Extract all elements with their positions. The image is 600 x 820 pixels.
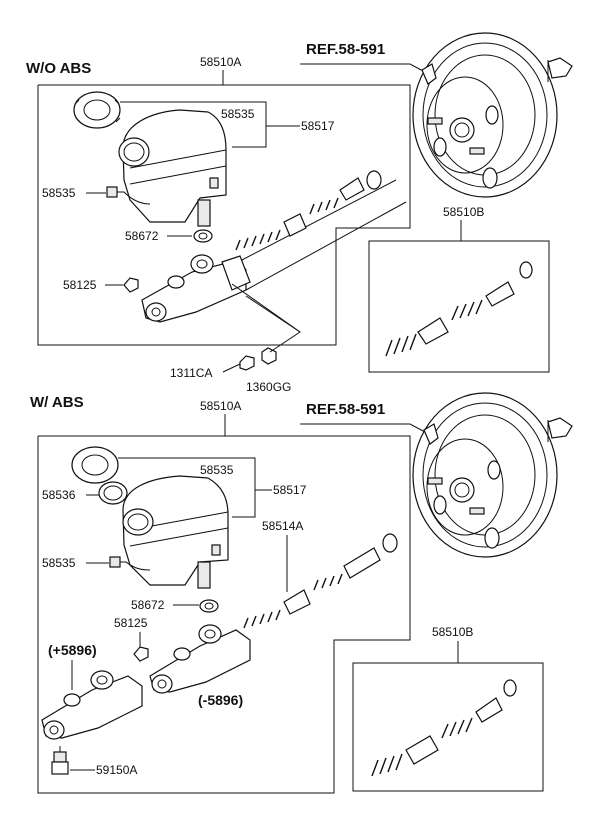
level-sensor-wire (112, 191, 151, 205)
label-minus-5896: (-5896) (198, 692, 243, 708)
label-58510B-abs: 58510B (432, 625, 473, 639)
spring-abs-1 (243, 609, 281, 629)
label-58535-abs: 58535 (200, 463, 234, 477)
label-58535-upper: 58535 (221, 107, 255, 121)
spring-1 (235, 229, 281, 251)
brake-booster-abs (412, 392, 573, 558)
strainer (98, 481, 128, 505)
label-58510A-abs: 58510A (200, 399, 241, 413)
label-58672: 58672 (125, 229, 159, 243)
reservoir (118, 109, 227, 227)
label-58125-abs: 58125 (114, 616, 148, 630)
kit-piston-abs-2 (475, 697, 503, 723)
kit-piston-1 (417, 317, 449, 345)
label-1311CA: 1311CA (170, 366, 212, 380)
pressure-switch (51, 751, 69, 775)
section-title-without-abs: W/O ABS (26, 60, 91, 77)
assembly-frame-abs (37, 435, 411, 794)
label-59150A: 59150A (96, 763, 137, 777)
section-with-abs: W/ ABS 58510A REF.58-591 (30, 392, 573, 794)
master-cylinder-minus (149, 624, 251, 694)
label-58535-sensor: 58535 (42, 186, 76, 200)
kit-spring-2 (451, 299, 483, 321)
section-title-with-abs: W/ ABS (30, 394, 84, 411)
piston-abs-1 (283, 589, 311, 615)
kit-spring-1 (385, 333, 417, 357)
assembly-frame (37, 84, 411, 346)
spring-2 (309, 197, 339, 215)
label-58510B-upper: 58510B (443, 205, 484, 219)
label-plus-5896: (+5896) (48, 642, 97, 658)
reservoir-abs (122, 475, 229, 589)
grommet (193, 229, 213, 243)
kit-piston-2 (485, 281, 515, 307)
brake-booster (412, 32, 573, 198)
plug (123, 277, 139, 293)
ref-label-abs[interactable]: REF.58-591 (306, 401, 385, 418)
seal-ring-abs (382, 533, 398, 553)
piston-2 (339, 177, 365, 201)
level-sensor-abs (109, 556, 121, 568)
kit-seal-abs (503, 679, 517, 697)
kit-spring-abs-2 (441, 717, 473, 739)
piston-1 (283, 213, 307, 237)
piston-abs-2 (343, 547, 381, 579)
reservoir-cap (73, 91, 121, 129)
ref-label[interactable]: REF.58-591 (306, 41, 385, 58)
level-sensor (106, 186, 118, 198)
section-without-abs: W/O ABS 58510A REF.58-591 (26, 32, 573, 394)
grommet-abs (199, 599, 219, 613)
label-58517-abs: 58517 (273, 483, 307, 497)
seal-ring (366, 170, 382, 190)
label-58536: 58536 (42, 488, 76, 502)
kit-spring-abs-1 (371, 753, 403, 777)
master-cylinder (141, 179, 407, 323)
label-58514A: 58514A (262, 519, 303, 533)
kit-piston-abs-1 (405, 735, 439, 765)
label-1360GG: 1360GG (246, 380, 291, 394)
label-58517: 58517 (301, 119, 335, 133)
label-58535-sensor-abs: 58535 (42, 556, 76, 570)
label-58672-abs: 58672 (131, 598, 165, 612)
master-cylinder-plus (41, 670, 143, 740)
nut (239, 355, 255, 371)
plug-abs (133, 646, 149, 662)
reservoir-cap-abs (71, 446, 119, 484)
label-58510A: 58510A (200, 55, 241, 69)
spring-abs-2 (313, 573, 343, 591)
label-58125: 58125 (63, 278, 97, 292)
washer (261, 347, 277, 365)
kit-seal (519, 261, 533, 279)
piston-kit-frame (368, 240, 550, 373)
piston-kit-frame-abs (352, 662, 544, 792)
